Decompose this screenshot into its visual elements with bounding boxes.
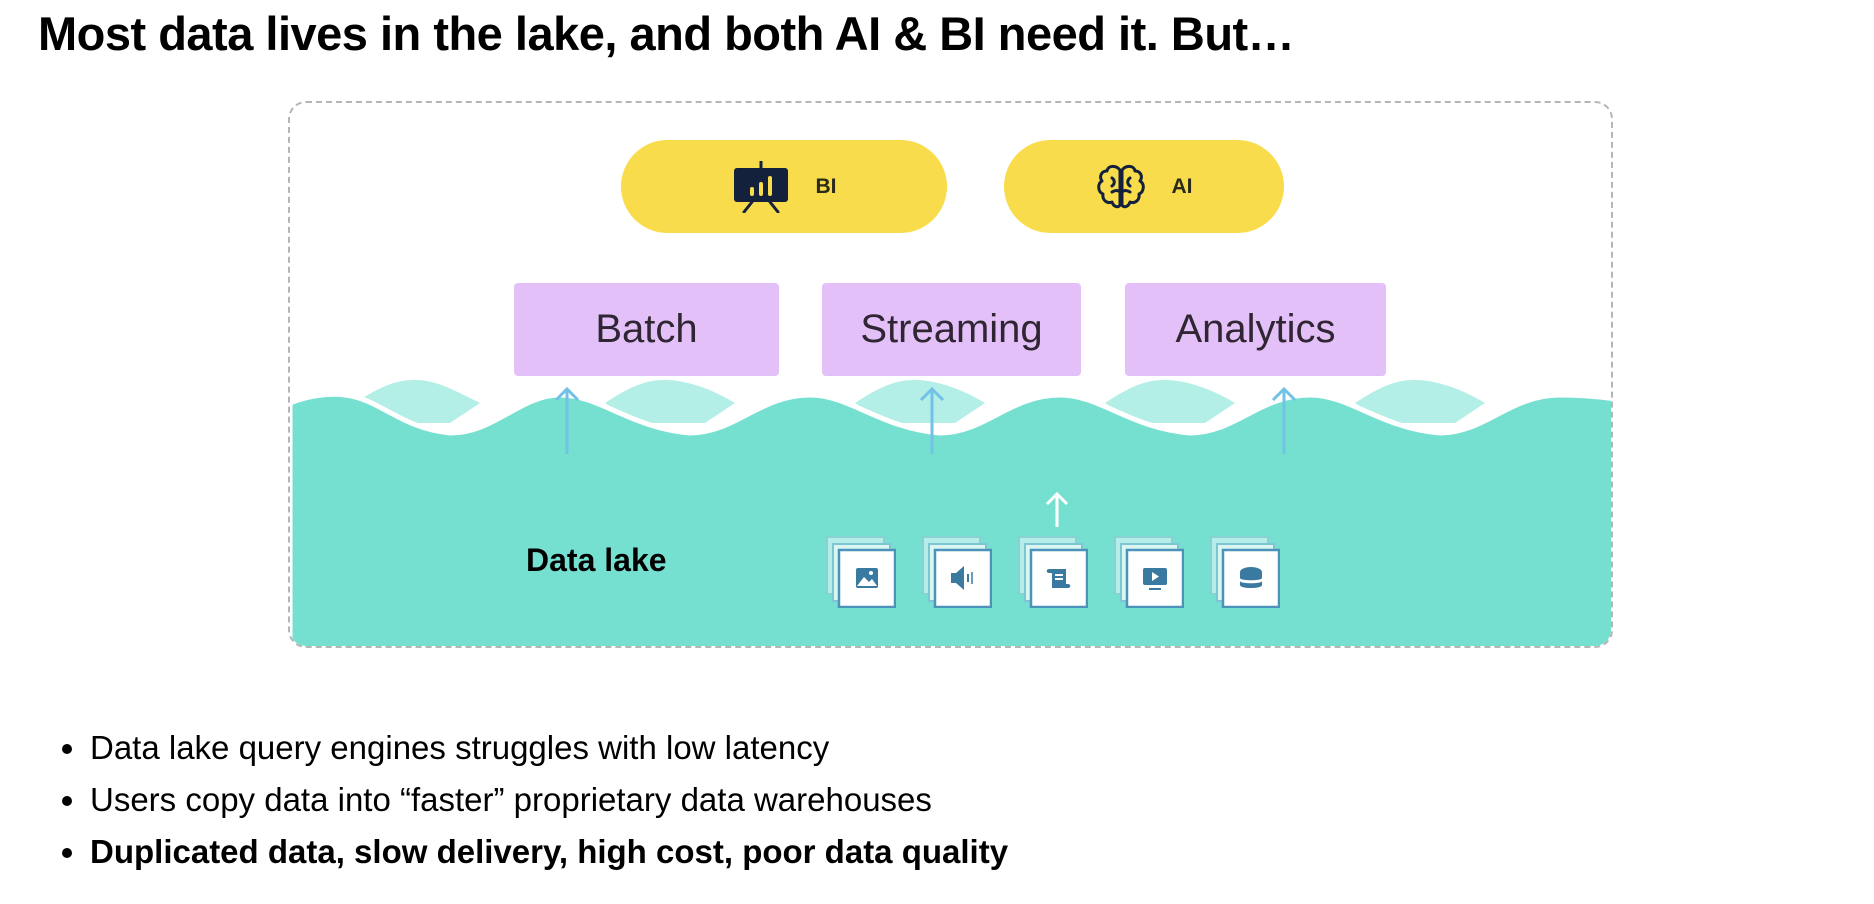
diagram-frame <box>288 101 1613 648</box>
audio-icon <box>951 566 973 590</box>
up-arrow-icon <box>919 386 945 454</box>
bullet-item: Duplicated data, slow delivery, high cos… <box>54 826 1008 878</box>
ai-consumer: AI <box>1004 140 1284 233</box>
engine-streaming: Streaming <box>822 283 1081 376</box>
engine-analytics: Analytics <box>1125 283 1386 376</box>
bullet-dot <box>62 796 72 806</box>
document-scroll-icon <box>1046 569 1071 588</box>
data-lake-label: Data lake <box>526 542 667 578</box>
bi-consumer: BI <box>621 140 947 233</box>
file-stack-database <box>1210 536 1281 609</box>
bullet-item: Users copy data into “faster” proprietar… <box>54 774 1008 826</box>
up-arrow-icon <box>554 386 580 454</box>
engine-batch: Batch <box>514 283 779 376</box>
file-stack-audio <box>922 536 993 609</box>
slide-title: Most data lives in the lake, and both AI… <box>38 7 1295 60</box>
image-icon <box>856 568 878 588</box>
bullet-list: Data lake query engines struggles with l… <box>54 722 1008 878</box>
bullet-item: Data lake query engines struggles with l… <box>54 722 1008 774</box>
presentation-chart-icon <box>732 160 790 213</box>
video-icon <box>1143 568 1167 590</box>
lake-body <box>290 391 1611 646</box>
brain-icon <box>1096 164 1146 210</box>
bullet-dot <box>62 848 72 858</box>
back-waves <box>355 380 1485 423</box>
bullet-dot <box>62 744 72 754</box>
bi-label: BI <box>815 174 837 198</box>
data-lake-waves <box>290 380 1611 646</box>
bullet-text: Users copy data into “faster” proprietar… <box>90 781 932 818</box>
ai-label: AI <box>1171 174 1193 198</box>
file-stack-document <box>1018 536 1089 609</box>
bullet-text: Duplicated data, slow delivery, high cos… <box>90 833 1009 870</box>
file-stack-image <box>826 536 897 609</box>
up-arrow-icon <box>1045 491 1069 527</box>
database-icon <box>1240 567 1262 588</box>
up-arrow-icon <box>1271 386 1297 454</box>
bullet-text: Data lake query engines struggles with l… <box>90 729 830 766</box>
file-stack-video <box>1114 536 1185 609</box>
